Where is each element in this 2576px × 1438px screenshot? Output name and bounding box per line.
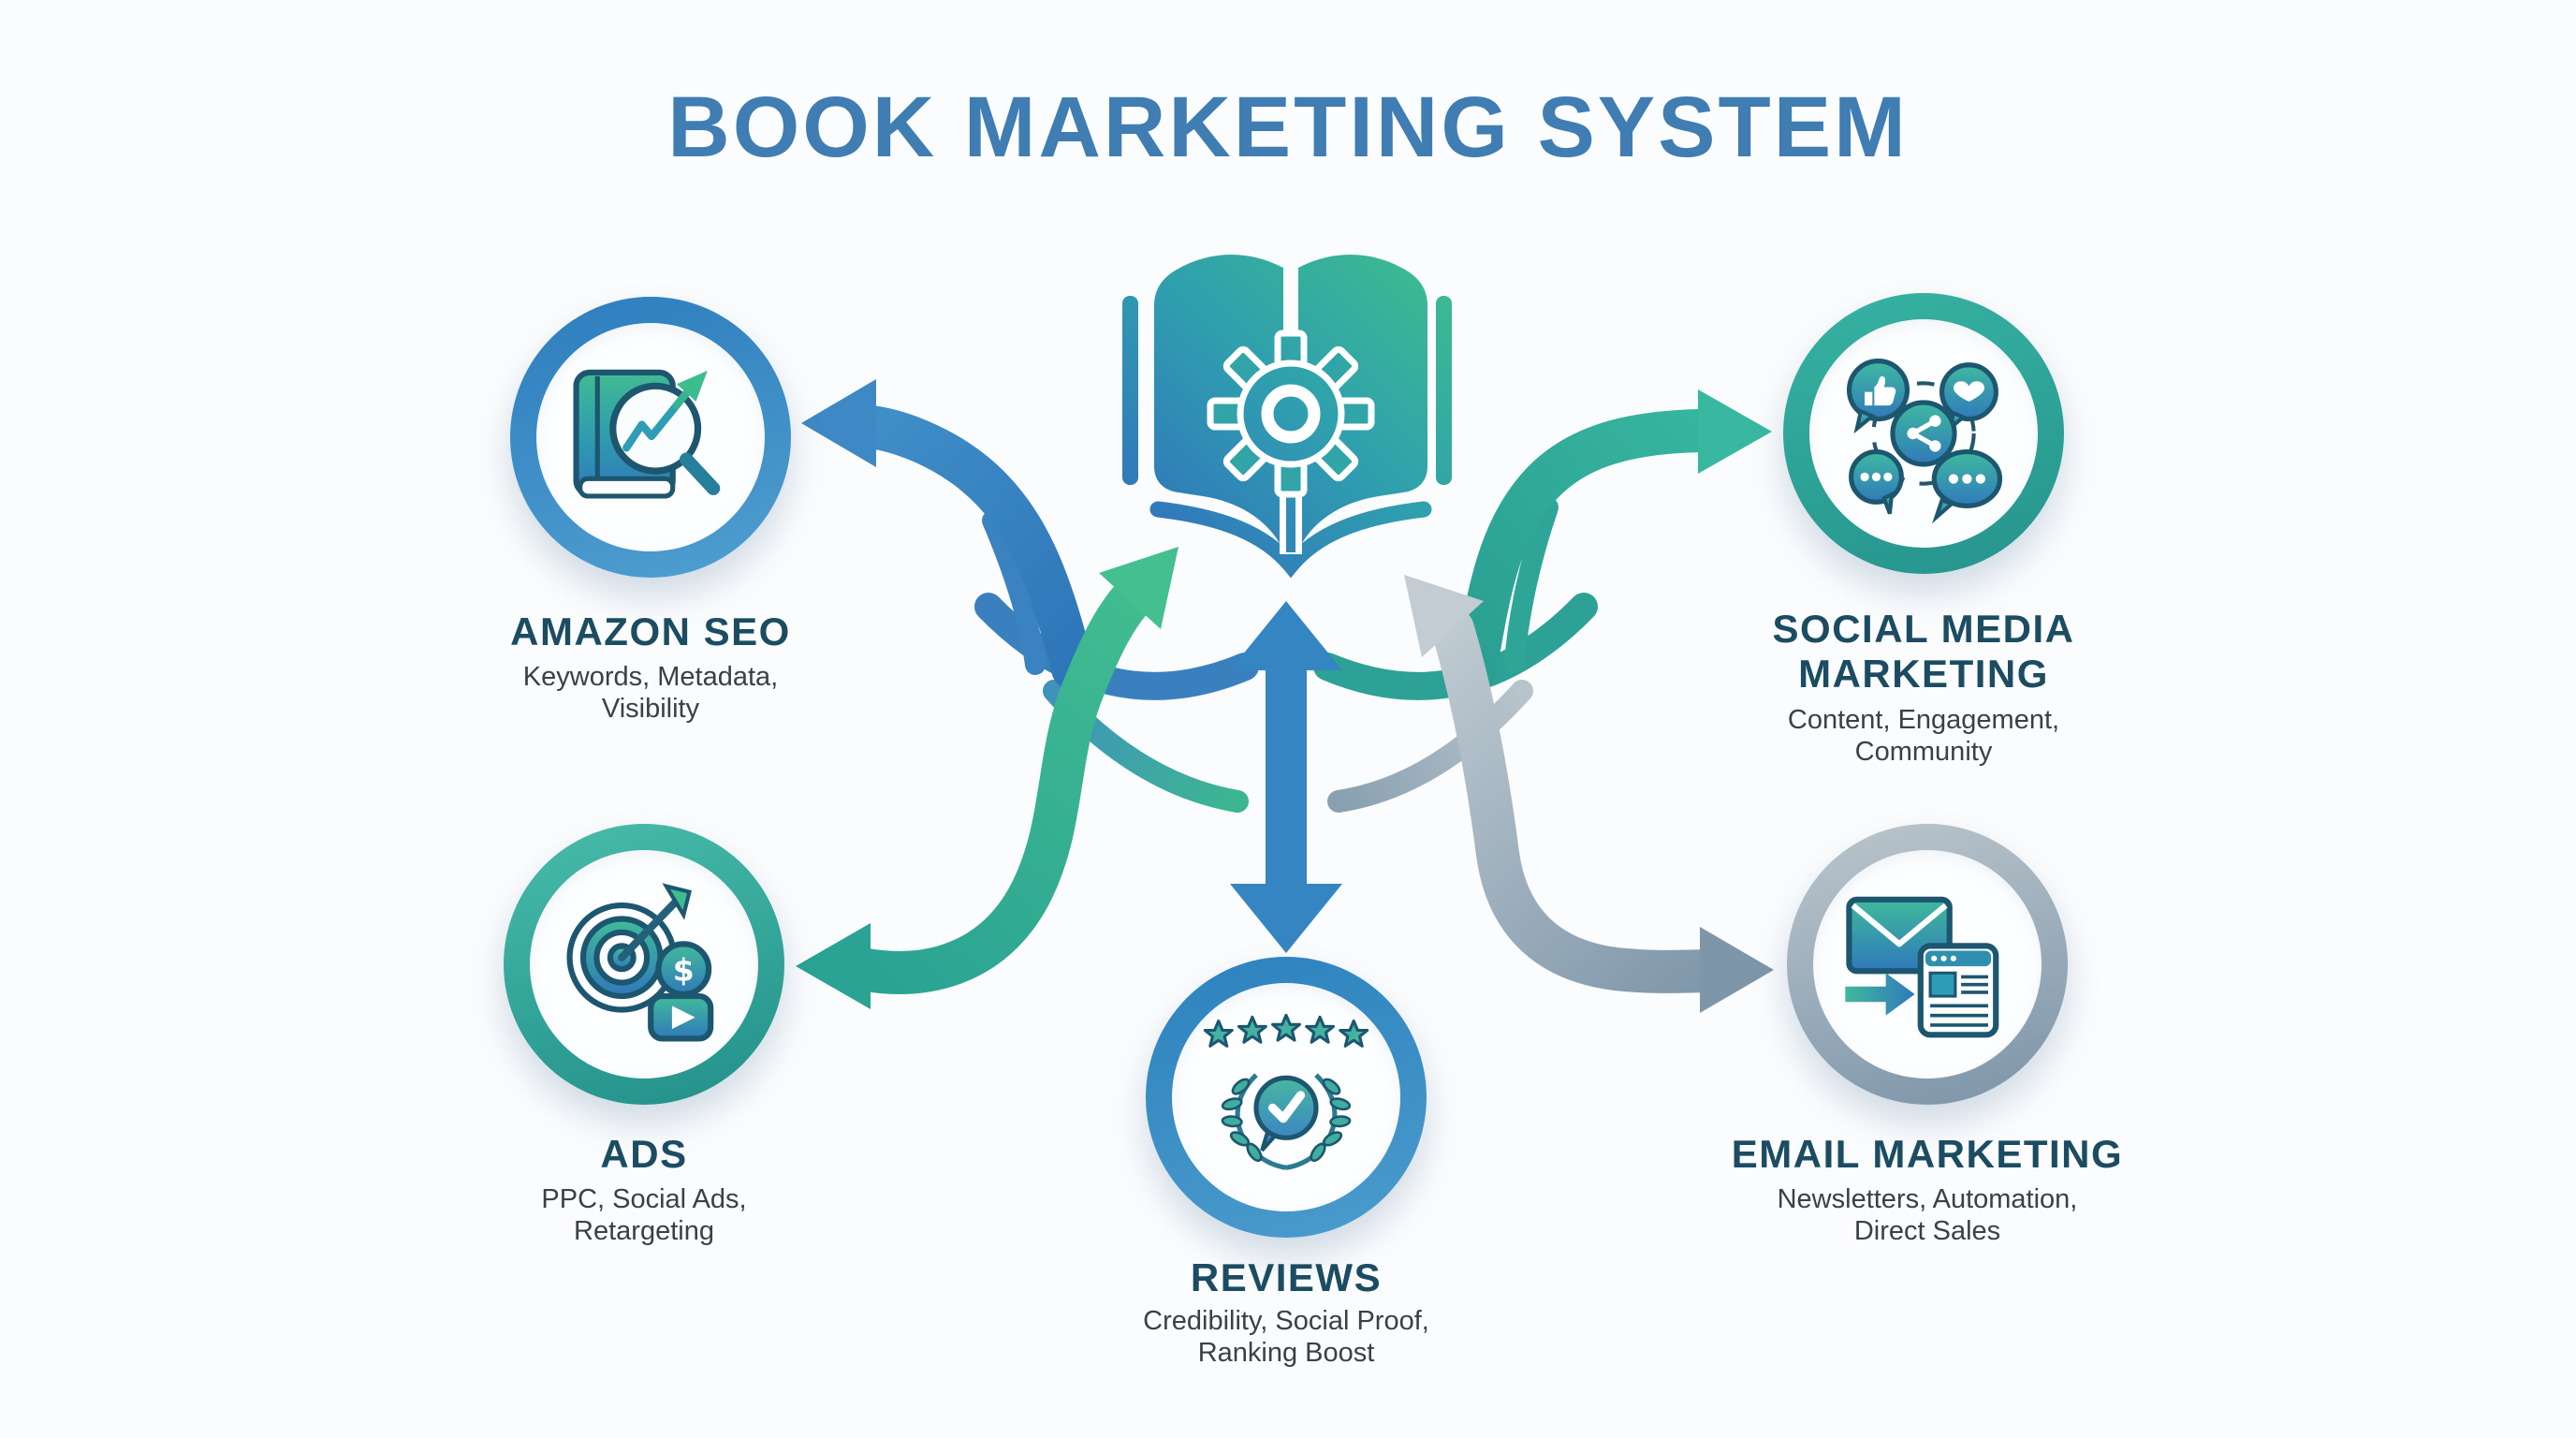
ads-circle: $ bbox=[504, 824, 784, 1105]
social-bubbles-share-icon bbox=[1846, 359, 2003, 524]
social-media-title: SOCIAL MEDIA MARKETING bbox=[1772, 607, 2075, 696]
check-bubble-icon bbox=[1253, 1075, 1319, 1152]
dots-bubble-small-icon bbox=[1849, 449, 1904, 515]
arc-upper-left-blue bbox=[974, 593, 1259, 700]
node-ads: $ bbox=[504, 824, 784, 1105]
node-email-marketing bbox=[1787, 824, 2068, 1105]
reviews-subtitle: Credibility, Social Proof, Ranking Boost bbox=[1143, 1306, 1429, 1368]
email-marketing-subtitle: Newsletters, Automation, Direct Sales bbox=[1777, 1184, 2078, 1246]
node-amazon-seo bbox=[510, 297, 791, 578]
email-marketing-circle bbox=[1787, 824, 2068, 1105]
open-book-gear-icon bbox=[1122, 254, 1452, 579]
amazon-seo-circle bbox=[510, 297, 791, 578]
email-marketing-icon-area bbox=[1813, 850, 2042, 1078]
ads-subtitle: PPC, Social Ads, Retargeting bbox=[541, 1184, 747, 1246]
laurel-wreath-icon bbox=[1221, 1073, 1352, 1170]
page-title: BOOK MARKETING SYSTEM bbox=[667, 80, 1909, 175]
arrow-ads-to-center bbox=[796, 547, 1178, 1009]
arrow-center-to-amazon-seo bbox=[801, 379, 1094, 690]
dart-icon bbox=[618, 883, 692, 961]
thumbs-up-bubble-icon bbox=[1846, 359, 1910, 434]
five-stars-laurel-check-icon bbox=[1203, 1013, 1369, 1170]
email-marketing-title: EMAIL MARKETING bbox=[1731, 1132, 2124, 1176]
social-media-subtitle: Content, Engagement, Community bbox=[1787, 705, 2060, 767]
ads-icon-area: $ bbox=[530, 850, 758, 1078]
five-stars-icon bbox=[1203, 1013, 1369, 1048]
envelope-newsletter-send-icon bbox=[1845, 896, 1999, 1038]
reviews-circle bbox=[1146, 957, 1427, 1238]
arrow-center-to-reviews bbox=[1230, 601, 1342, 953]
target-dart-dollar-play-icon: $ bbox=[566, 883, 714, 1042]
arrow-center-to-social-media bbox=[1454, 389, 1772, 692]
dots-bubble-large-icon bbox=[1931, 449, 2003, 524]
share-icon bbox=[1890, 400, 1957, 467]
social-media-icon-area bbox=[1809, 319, 2038, 548]
motion-stroke-teal bbox=[1504, 497, 1559, 673]
amazon-seo-title: AMAZON SEO bbox=[510, 609, 791, 653]
node-social-media-marketing bbox=[1783, 293, 2064, 574]
book-magnifier-growth-icon bbox=[573, 369, 721, 499]
gear-icon bbox=[1207, 330, 1375, 498]
motion-stroke-blue bbox=[982, 510, 1046, 675]
play-button-icon bbox=[648, 992, 714, 1042]
newsletter-page-icon bbox=[1917, 943, 1999, 1038]
reviews-title: REVIEWS bbox=[1190, 1255, 1383, 1299]
node-reviews bbox=[1146, 957, 1427, 1238]
svg-text:$: $ bbox=[673, 952, 695, 989]
social-media-circle bbox=[1783, 293, 2064, 574]
amazon-seo-icon-area bbox=[536, 323, 765, 551]
dollar-coin-icon: $ bbox=[655, 941, 712, 998]
reviews-icon-area bbox=[1172, 983, 1400, 1211]
send-arrow-icon bbox=[1845, 973, 1915, 1016]
amazon-seo-subtitle: Keywords, Metadata, Visibility bbox=[522, 662, 779, 724]
arrow-email-to-center bbox=[1404, 575, 1774, 1013]
ads-title: ADS bbox=[600, 1132, 688, 1176]
arc-lower-right-gray bbox=[1327, 680, 1533, 813]
